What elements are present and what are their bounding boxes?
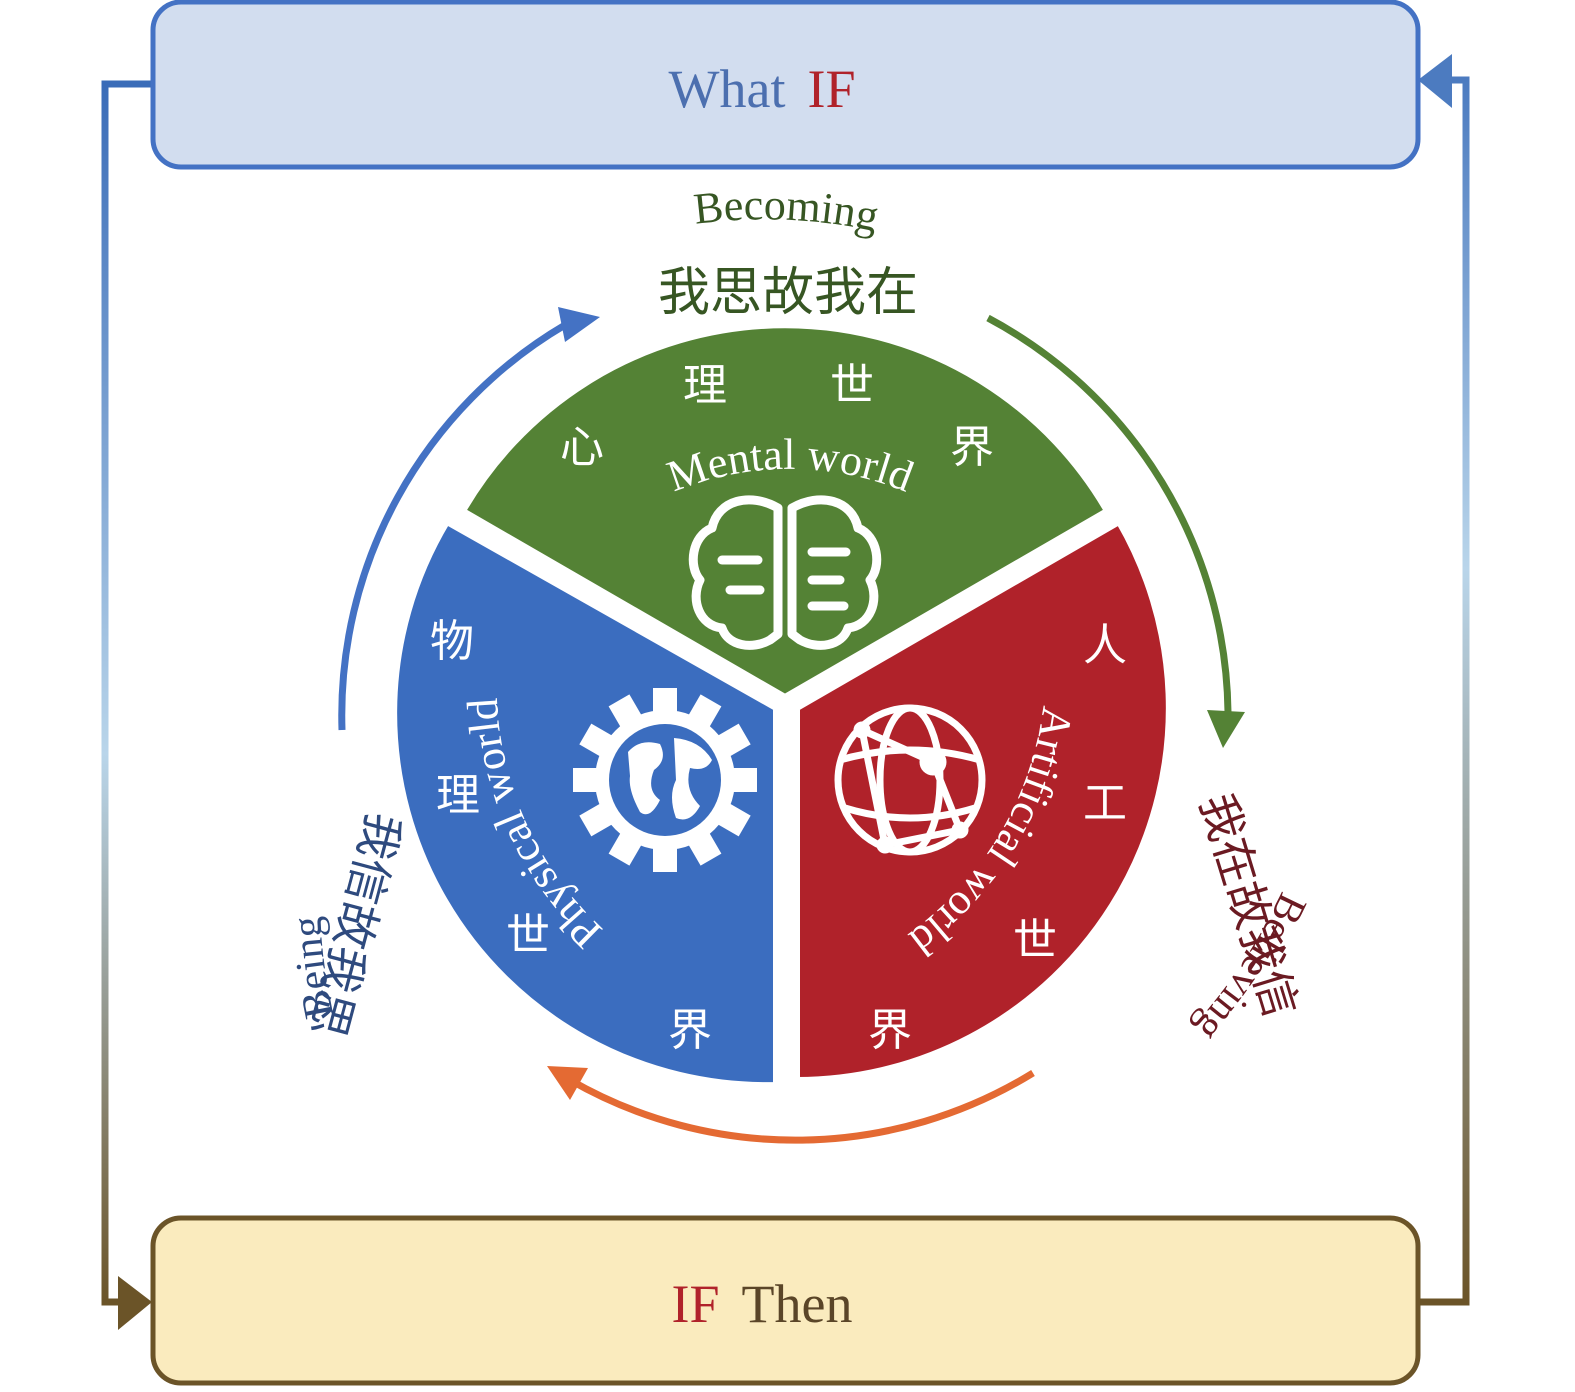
network-globe-icon [834, 704, 986, 856]
physical-zh-3: 世 [506, 910, 550, 961]
mental-zh-2: 理 [683, 360, 727, 411]
then-word: Then [742, 1274, 853, 1334]
what-if-label: What IF [669, 59, 856, 119]
mental-zh-3: 世 [830, 360, 874, 411]
gear-globe-icon [573, 688, 757, 872]
physical-zh-1: 物 [430, 616, 474, 667]
believing-label-group: Believing 我在故我信 [1186, 787, 1315, 1050]
what-if-box[interactable]: What IF [150, 0, 1421, 170]
mental-world-sector[interactable] [458, 322, 1112, 701]
becoming-zh: 我思故我在 [658, 263, 918, 323]
orange-cycle-arrow [547, 1066, 1035, 1144]
if-word: IF [807, 59, 855, 119]
being-label-group: Being 我信故我思 [284, 807, 411, 1043]
brain-icon [688, 495, 882, 650]
becoming-label-group: Becoming 我思故我在 [658, 180, 918, 323]
mental-zh-1: 心 [560, 422, 604, 473]
physical-zh-2: 理 [436, 770, 480, 821]
artificial-zh-1: 人 [1083, 620, 1127, 671]
artificial-zh-4: 界 [868, 1005, 912, 1056]
left-connector-arrowhead [118, 1276, 152, 1330]
physical-world-sector[interactable] [391, 517, 779, 1089]
right-connector-arrowhead [1418, 54, 1452, 108]
if-word-bottom: IF [672, 1274, 720, 1334]
left-connector-line [101, 80, 153, 1306]
what-word: What [669, 59, 786, 119]
mental-zh-4: 界 [950, 422, 994, 473]
artificial-zh-3: 世 [1013, 915, 1057, 966]
becoming-label: Becoming [691, 180, 883, 241]
if-then-label: IF Then [672, 1274, 853, 1334]
green-cycle-arrow [986, 314, 1245, 748]
blue-cycle-arrow [338, 307, 600, 731]
physical-zh-4: 界 [668, 1005, 712, 1056]
right-connector-line [1418, 76, 1470, 1306]
if-then-box[interactable]: IF Then [150, 1215, 1421, 1386]
artificial-zh-2: 工 [1083, 778, 1127, 829]
artificial-world-sector[interactable] [794, 517, 1172, 1084]
